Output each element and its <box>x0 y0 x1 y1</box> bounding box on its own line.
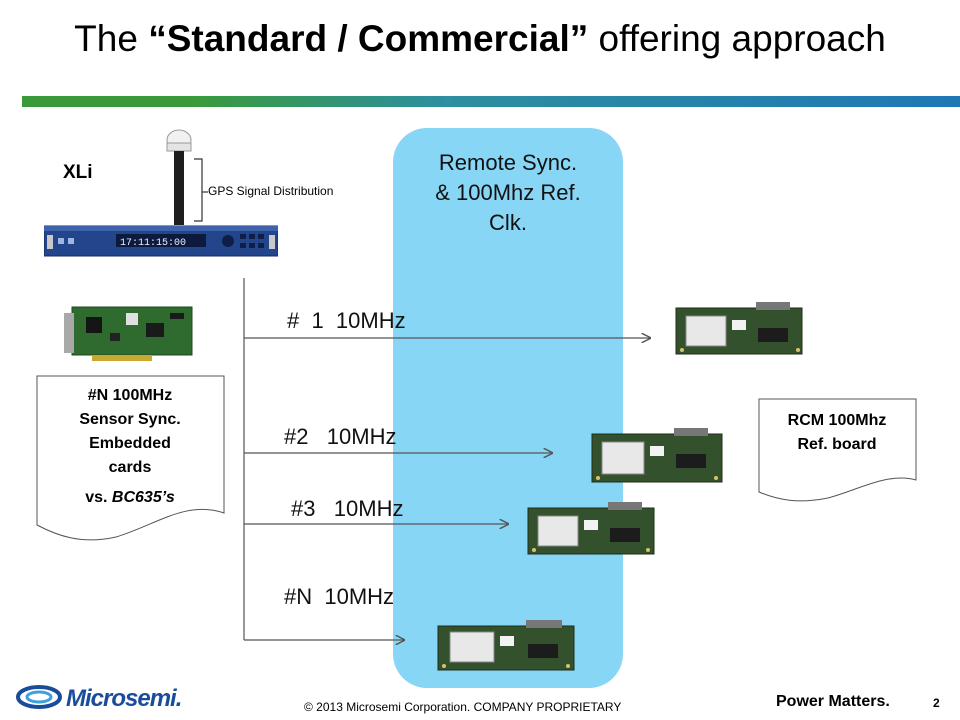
link-label-1: # 1 10MHz <box>287 308 406 333</box>
left-note-text: #N 100MHz Sensor Sync. Embedded cards vs… <box>36 384 224 510</box>
rcm-board-2-icon <box>591 428 723 483</box>
left-note-line-5: vs. BC635’s <box>36 486 224 510</box>
xli-device-icon: 17:11:15:00 <box>44 225 278 257</box>
left-note-line-3: Embedded <box>89 435 171 452</box>
tagline: Power Matters. <box>776 693 890 710</box>
left-note-line-1: #N 100MHz <box>87 387 173 404</box>
title-prefix: The <box>74 18 149 59</box>
rcm-board-3-icon <box>527 502 655 555</box>
gps-antenna-icon <box>166 129 208 225</box>
right-note-line-1: RCM 100Mhz <box>787 412 887 429</box>
title-emphasis: “Standard / Commercial” <box>148 18 589 59</box>
remote-sync-panel <box>393 128 623 688</box>
left-note-bc635: BC635’s <box>111 489 175 506</box>
rcm-board-1-icon <box>675 302 803 355</box>
link-label-3: #3 10MHz <box>291 496 404 521</box>
left-note-shape <box>36 375 225 541</box>
right-note-line-2: Ref. board <box>797 436 877 453</box>
right-note-text: RCM 100Mhz Ref. board <box>758 409 916 457</box>
gps-signal-label: GPS Signal Distribution <box>208 184 334 198</box>
left-note-vs: vs. <box>85 489 112 506</box>
microsemi-logo-icon <box>16 685 62 709</box>
xli-label: XLi <box>63 162 93 183</box>
title-underline-bar <box>22 96 960 107</box>
xli-display-text: 17:11:15:00 <box>120 238 186 249</box>
panel-line-3: Clk. <box>489 210 527 235</box>
link-label-2: #2 10MHz <box>284 424 397 449</box>
panel-line-2: & 100Mhz Ref. <box>435 180 581 205</box>
panel-line-1: Remote Sync. <box>438 150 578 175</box>
left-note-line-4: cards <box>108 459 152 476</box>
left-note-line-2: Sensor Sync. <box>79 411 181 428</box>
page-number: 2 <box>933 696 940 710</box>
rcm-board-n-icon <box>437 620 575 671</box>
link-label-n: #N 10MHz <box>284 584 395 609</box>
right-note-shape <box>758 398 917 502</box>
copyright-text: © 2013 Microsemi Corporation. COMPANY PR… <box>304 700 622 714</box>
title-suffix: offering approach <box>588 18 886 59</box>
remote-sync-label: Remote Sync. & 100Mhz Ref. Clk. <box>393 148 623 238</box>
microsemi-logo-text: Microsemi. <box>66 685 182 712</box>
page-title: The “Standard / Commercial” offering app… <box>0 18 960 60</box>
embedded-card-icon <box>64 306 193 361</box>
